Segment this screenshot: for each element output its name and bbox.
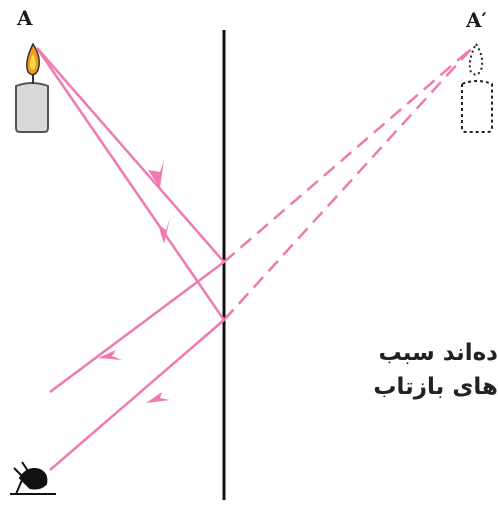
incident-rays <box>37 48 224 320</box>
reflected-ray-1 <box>50 262 224 392</box>
reflected-ray-2 <box>50 320 224 470</box>
eye-icon <box>10 462 56 494</box>
virtual-ray-1 <box>224 48 472 262</box>
ray-arrowheads <box>98 160 170 403</box>
point-label-a-prime: A′ <box>466 8 487 32</box>
incident-ray-2 <box>37 48 224 320</box>
caption-line-2: های بازتاب <box>373 374 498 400</box>
virtual-candle-icon <box>462 44 492 132</box>
reflected-rays <box>50 262 224 470</box>
caption-line-1: ده‌اند سبب <box>378 340 498 366</box>
arrowhead-reflected-2 <box>146 392 170 403</box>
point-label-a: A <box>17 6 33 30</box>
virtual-ray-2 <box>224 48 472 320</box>
virtual-ray-extensions <box>224 48 472 320</box>
incident-ray-1 <box>37 48 224 262</box>
